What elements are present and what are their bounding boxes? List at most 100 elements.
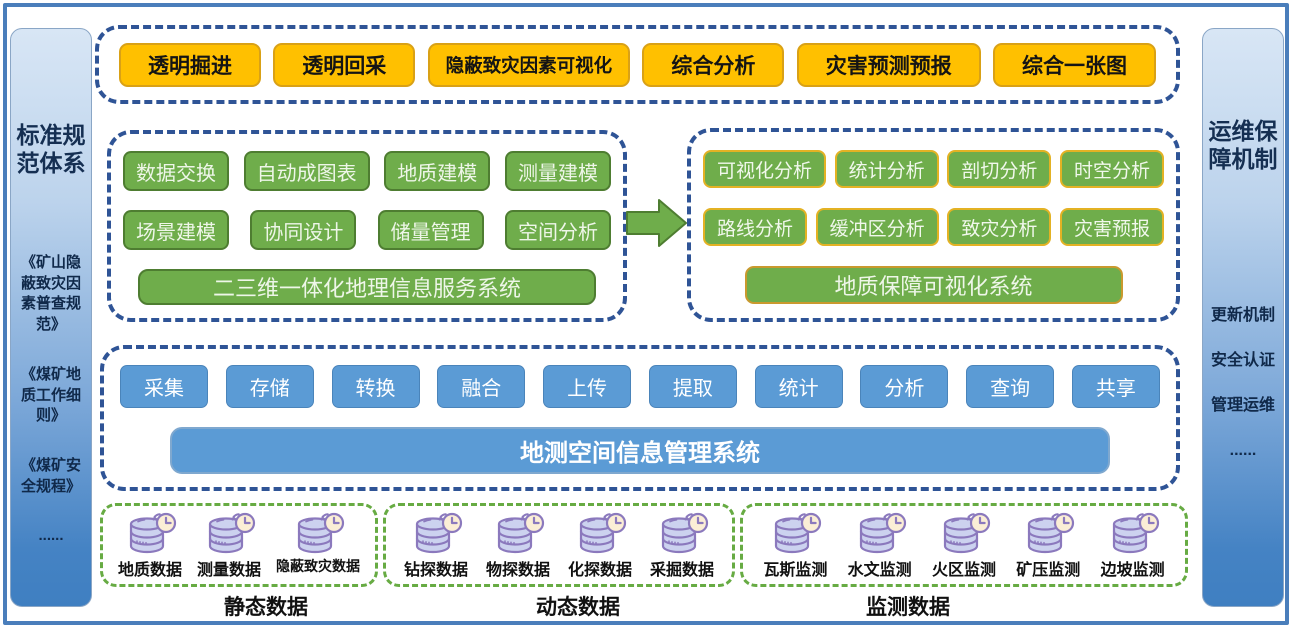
operations-sidebar: 运维保障机制 更新机制 安全认证 管理运维 ...... [1202,28,1284,607]
management-function-button: 存储 [225,365,314,408]
operations-sidebar-title: 运维保障机制 [1208,118,1278,173]
database-item: 钻探数据 [404,512,468,580]
app-button: 透明掘进 [119,42,261,87]
sidebar-item: 《煤矿安全规程》 [20,456,81,495]
sidebar-item: 《煤矿地质工作细则》 [20,365,81,425]
gis-function-button: 自动成图表 [243,151,370,191]
gis-function-button: 协同设计 [250,210,357,250]
database-label: 瓦斯监测 [763,562,828,579]
gis-function-button: 场景建模 [123,210,229,250]
database-item: 物探数据 [486,512,550,580]
visualization-panel: 可视化分析 统计分析 剖切分析 时空分析 路线分析 缓冲区分析 致灾分析 灾害预… [687,128,1180,322]
visual-function-button: 可视化分析 [703,150,827,188]
app-button: 透明回采 [273,42,416,87]
gis-button-row-2: 场景建模 协同设计 储量管理 空间分析 [123,210,611,250]
app-button: 灾害预测预报 [796,42,981,87]
management-function-button: 统计 [754,365,843,408]
visualization-title-bar: 地质保障可视化系统 [744,266,1123,304]
app-button: 综合一张图 [993,42,1156,87]
database-label: 化探数据 [567,562,632,579]
sidebar-item: ...... [1229,442,1257,460]
database-item: 化探数据 [568,512,632,580]
visual-button-row-1: 可视化分析 统计分析 剖切分析 时空分析 [703,150,1164,188]
database-item: 边坡监测 [1101,512,1165,580]
management-function-button: 转换 [331,365,420,408]
monitoring-data-group: 瓦斯监测 水文监测 [740,503,1188,587]
database-with-clock-icon [1112,512,1159,554]
gis-function-button: 储量管理 [377,210,484,250]
management-button-row: 采集 存储 转换 融合 上传 提取 统计 分析 查询 共享 [120,365,1160,408]
management-function-button: 查询 [966,365,1055,408]
database-label: 火区监测 [931,562,996,579]
database-item: 火区监测 [932,512,996,580]
visual-function-button: 路线分析 [703,208,808,246]
database-with-clock-icon [497,512,545,554]
database-item: 水文监测 [848,512,912,580]
applications-panel: 透明掘进 透明回采 隐蔽致灾因素可视化 综合分析 灾害预测预报 综合一张图 [95,25,1180,104]
database-item: 矿压监测 [1016,512,1080,580]
database-label: 钻探数据 [403,562,468,579]
database-label: 隐蔽致灾数据 [275,558,360,574]
standards-sidebar: 标准规范体系 《矿山隐蔽致灾因素普查规范》 《煤矿地质工作细则》 《煤矿安全规程… [10,28,92,607]
sidebar-item: 管理运维 [1210,397,1275,415]
database-with-clock-icon [415,512,463,554]
management-panel: 采集 存储 转换 融合 上传 提取 统计 分析 查询 共享 地测空间信息管理系统 [100,345,1180,491]
dynamic-data-group: 钻探数据 物探数据 [383,503,735,587]
database-with-clock-icon [943,512,991,554]
database-label: 边坡监测 [1100,562,1165,579]
database-label: 物探数据 [485,562,550,579]
gis-function-button: 数据交换 [123,151,229,191]
visual-function-button: 时空分析 [1059,150,1164,188]
database-label: 地质数据 [117,562,182,579]
static-data-caption: 静态数据 [224,596,308,619]
management-function-button: 融合 [437,365,526,408]
sidebar-item: 更新机制 [1210,307,1275,325]
management-function-button: 上传 [543,365,632,408]
visual-function-button: 致灾分析 [947,208,1052,246]
database-label: 测量数据 [196,562,261,579]
management-function-button: 分析 [860,365,949,408]
database-with-clock-icon [775,512,822,554]
management-function-button: 采集 [120,365,208,408]
database-label: 采掘数据 [649,562,714,579]
visual-function-button: 剖切分析 [947,150,1052,188]
database-with-clock-icon [297,512,345,554]
visual-function-button: 缓冲区分析 [815,208,939,246]
gis-title-bar: 二三维一体化地理信息服务系统 [138,269,596,305]
operations-sidebar-items: 更新机制 安全认证 管理运维 ...... [1207,305,1279,462]
gis-function-button: 空间分析 [504,210,611,250]
database-item: 地质数据 [118,512,182,580]
sidebar-item: ...... [38,527,64,545]
database-item: 瓦斯监测 [763,512,827,580]
database-with-clock-icon [579,512,627,554]
dynamic-data-caption: 动态数据 [536,596,620,619]
sidebar-item: 《矿山隐蔽致灾因素普查规范》 [20,254,81,334]
database-with-clock-icon [1028,512,1075,554]
sidebar-item: 安全认证 [1210,352,1275,370]
gis-function-button: 测量建模 [504,151,611,191]
right-block-arrow-icon [626,199,687,247]
database-with-clock-icon [129,512,177,554]
database-item: 采掘数据 [650,512,714,580]
management-function-button: 共享 [1071,365,1160,408]
app-button: 隐蔽致灾因素可视化 [427,42,631,87]
gis-function-button: 地质建模 [384,151,491,191]
monitoring-data-caption: 监测数据 [866,596,950,619]
gis-button-row-1: 数据交换 自动成图表 地质建模 测量建模 [123,151,611,191]
management-function-button: 提取 [648,365,737,408]
database-item: 隐蔽致灾数据 [276,512,360,576]
database-label: 矿压监测 [1016,562,1081,579]
management-title-bar: 地测空间信息管理系统 [170,427,1110,474]
database-with-clock-icon [208,512,256,554]
database-item: 测量数据 [197,512,261,580]
static-data-group: 地质数据 测量数据 [100,503,378,587]
visual-function-button: 灾害预报 [1059,208,1164,246]
app-button: 综合分析 [642,42,785,87]
standards-sidebar-items: 《矿山隐蔽致灾因素普查规范》 《煤矿地质工作细则》 《煤矿安全规程》 .....… [15,253,87,547]
database-with-clock-icon [661,512,709,554]
database-label: 水文监测 [847,562,912,579]
visual-function-button: 统计分析 [834,150,939,188]
visual-button-row-2: 路线分析 缓冲区分析 致灾分析 灾害预报 [703,208,1164,246]
gis-service-panel: 数据交换 自动成图表 地质建模 测量建模 场景建模 协同设计 储量管理 空间分析… [107,130,627,322]
